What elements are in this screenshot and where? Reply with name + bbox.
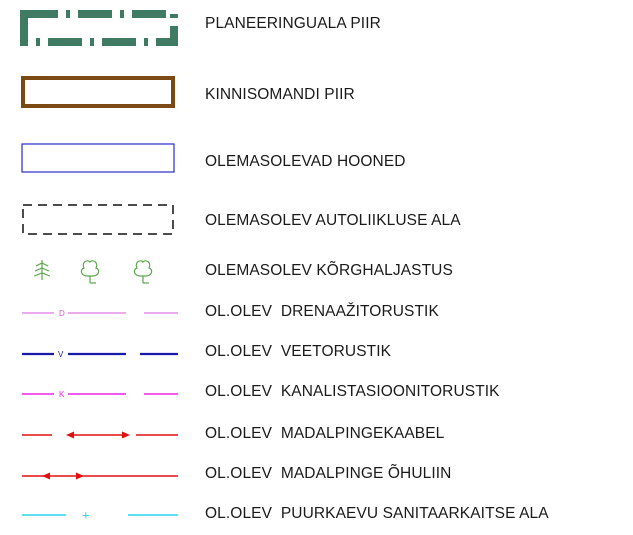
low-voltage-overhead-line-symbol xyxy=(22,468,178,484)
legend-label-drainage-pipe: OL.OLEV DRENAAŽITORUSTIK xyxy=(205,303,439,320)
legend-label-low-voltage-overhead-line: OL.OLEV MADALPINGE ÕHULIIN xyxy=(205,465,452,482)
legend-label-existing-buildings: OLEMASOLEVAD HOONED xyxy=(205,153,406,170)
legend-label-water-pipe: OL.OLEV VEETORUSTIK xyxy=(205,343,392,360)
existing-trees-symbol xyxy=(30,256,170,286)
property-boundary-symbol xyxy=(18,74,180,112)
deciduous-tree-icon xyxy=(80,260,100,284)
sewer-tag: K xyxy=(59,390,65,399)
legend-label-property-boundary: KINNISOMANDI PIIR xyxy=(205,86,355,103)
drainage-tag: D xyxy=(59,309,65,318)
existing-traffic-area-symbol xyxy=(18,198,180,242)
legend-label-existing-tall-greenery: OLEMASOLEV KÕRGHALJASTUS xyxy=(205,262,453,279)
well-sanitary-zone-symbol: + xyxy=(22,507,178,523)
legend-label-planning-area: PLANEERINGUALA PIIR xyxy=(205,15,381,32)
water-tag: V xyxy=(58,350,64,359)
well-tag: + xyxy=(82,508,90,523)
conifer-tree-icon xyxy=(33,260,51,280)
legend-label-well-sanitary-zone: OL.OLEV PUURKAEVU SANITAARKAITSE ALA xyxy=(205,505,549,522)
existing-buildings-symbol xyxy=(18,140,180,178)
sewer-pipe-symbol: K xyxy=(22,386,178,402)
low-voltage-cable-symbol xyxy=(22,427,178,443)
planning-area-boundary-symbol xyxy=(18,8,180,48)
legend-label-low-voltage-cable: OL.OLEV MADALPINGEKAABEL xyxy=(205,425,445,442)
water-pipe-symbol: V xyxy=(22,345,178,361)
legend-label-sewer-pipe: OL.OLEV KANALISTASIOONITORUSTIK xyxy=(205,383,500,400)
deciduous-tree-icon xyxy=(133,260,153,284)
legend-label-existing-traffic-area: OLEMASOLEV AUTOLIIKLUSE ALA xyxy=(205,212,461,229)
drainage-pipe-symbol: D xyxy=(22,305,178,321)
